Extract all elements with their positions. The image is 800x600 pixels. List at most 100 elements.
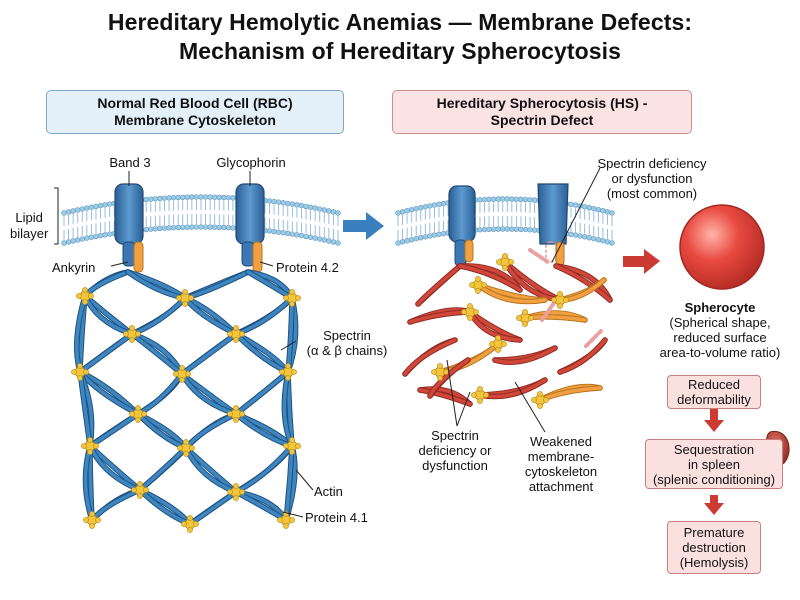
- lipid-head: [102, 232, 108, 238]
- spectrin-strand-normal: [83, 294, 134, 336]
- lipid-head: [486, 196, 492, 203]
- lipid-head: [189, 224, 195, 230]
- lipid-head: [436, 201, 442, 208]
- lipid-head: [170, 224, 177, 231]
- lipid-head: [595, 206, 602, 213]
- lipid-head: [303, 203, 309, 210]
- lipid-head: [321, 237, 327, 243]
- broken-spectrin-segment: [540, 298, 558, 322]
- lipid-head: [440, 200, 447, 207]
- weakened-attachment-label: Weakened membrane- cytoskeleton attachme…: [506, 434, 616, 494]
- lipid-head: [418, 204, 424, 211]
- lipid-head: [221, 194, 227, 201]
- lipid-head: [422, 234, 429, 240]
- spectrin-label-line1: Spectrin: [323, 328, 371, 343]
- lipid-head: [184, 194, 191, 200]
- lipid-head: [317, 236, 323, 242]
- lipid-head: [193, 224, 200, 230]
- lipid-head: [609, 210, 615, 216]
- lipid-head: [88, 234, 95, 240]
- flow-box-2-line3: (splenic conditioning): [652, 471, 776, 487]
- lipid-head: [527, 227, 533, 233]
- lipid-head: [577, 233, 583, 239]
- lipid-head: [221, 224, 227, 231]
- spectrin-strand-normal: [234, 444, 294, 494]
- flow-box-3-line1: Premature: [683, 525, 745, 540]
- lipid-head: [307, 204, 314, 210]
- lipid-head: [335, 210, 341, 216]
- flow-box-reduced-deformability: Reduced deformability: [667, 375, 761, 409]
- lipid-head: [395, 210, 401, 216]
- lipid-head: [572, 202, 579, 208]
- lipid-head: [285, 200, 291, 207]
- lipid-head: [266, 198, 273, 204]
- lipid-head: [74, 207, 81, 213]
- lipid-head: [157, 225, 163, 232]
- actin-junctions-hs: [431, 253, 569, 409]
- lipid-head: [504, 196, 510, 202]
- bottom-left-line3: dysfunction: [422, 458, 488, 473]
- lipid-head: [175, 224, 181, 231]
- defect-top-line1: Spectrin deficiency: [597, 156, 707, 171]
- lipid-head: [586, 204, 592, 211]
- spectrin-network-normal: [74, 269, 299, 527]
- lipid-head: [289, 201, 296, 207]
- bottom-right-line3: cytoskeleton: [524, 464, 598, 479]
- lipid-head: [148, 196, 154, 202]
- spectrin-label-line2: (α & β chains): [306, 343, 388, 358]
- lipid-head: [271, 198, 277, 205]
- spectrin-strand-normal: [78, 332, 134, 374]
- lipid-head: [431, 232, 438, 238]
- lipid-head: [422, 204, 429, 210]
- flow-box-splenic-sequestration: Sequestration in spleen (splenic conditi…: [645, 439, 783, 489]
- hs-panel-title-line1: Hereditary Spherocytosis (HS) -: [436, 95, 648, 111]
- actin-junctions-normal: [71, 287, 301, 533]
- lipid-head: [509, 196, 515, 202]
- lipid-head: [65, 239, 72, 245]
- lipid-head: [298, 232, 305, 239]
- lipid-head: [180, 194, 186, 200]
- lipid-head: [609, 240, 615, 246]
- lipid-head: [518, 226, 524, 233]
- lipid-head: [427, 233, 433, 239]
- spectrin-strand-normal: [184, 446, 238, 494]
- lipid-head: [317, 206, 323, 212]
- lipid-head: [312, 205, 318, 211]
- lipid-head: [65, 209, 72, 215]
- flow-box-3-line2: destruction: [682, 540, 746, 555]
- spectrin-fragment-hs: [403, 338, 457, 376]
- lipid-head: [74, 237, 81, 243]
- spherocyte-desc-line2: reduced surface: [673, 330, 767, 345]
- lipid-label-line2: bilayer: [10, 226, 49, 241]
- lipid-head: [202, 224, 209, 230]
- ankyrin-label: Ankyrin: [52, 260, 96, 275]
- lipid-bilayer-normal: [61, 194, 341, 246]
- flow-box-2-line1: Sequestration: [673, 441, 755, 457]
- bottom-right-line1: Weakened: [530, 434, 592, 449]
- flow-box-2-line2: in spleen: [687, 456, 741, 472]
- leader-lines: [54, 167, 601, 518]
- lipid-head: [161, 195, 168, 201]
- lipid-head: [477, 197, 483, 203]
- lipid-head: [157, 195, 163, 202]
- lipid-head: [395, 240, 401, 246]
- lipid-head: [527, 197, 533, 203]
- lipid-head: [495, 226, 501, 232]
- spectrin-strand-normal: [234, 490, 288, 522]
- spectrin-strand-normal: [183, 270, 250, 300]
- lipid-head: [266, 228, 273, 234]
- lipid-head: [84, 205, 90, 211]
- flow-box-1-line2: deformability: [677, 392, 751, 407]
- spectrin-strand-normal: [136, 412, 188, 450]
- lipid-head: [298, 202, 305, 209]
- bottom-left-line2: deficiency or: [418, 443, 492, 458]
- spectrin-fragment-hs: [554, 264, 612, 302]
- lipid-head: [189, 194, 195, 200]
- band3-label: Band 3: [109, 155, 151, 170]
- lipid-head: [427, 203, 433, 209]
- flow-box-hemolysis: Premature destruction (Hemolysis): [667, 521, 761, 574]
- lipid-head: [600, 208, 606, 214]
- bottom-left-line1: Spectrin: [431, 428, 479, 443]
- spectrin-label: Spectrin (α & β chains): [292, 328, 402, 358]
- lipid-head: [408, 236, 415, 243]
